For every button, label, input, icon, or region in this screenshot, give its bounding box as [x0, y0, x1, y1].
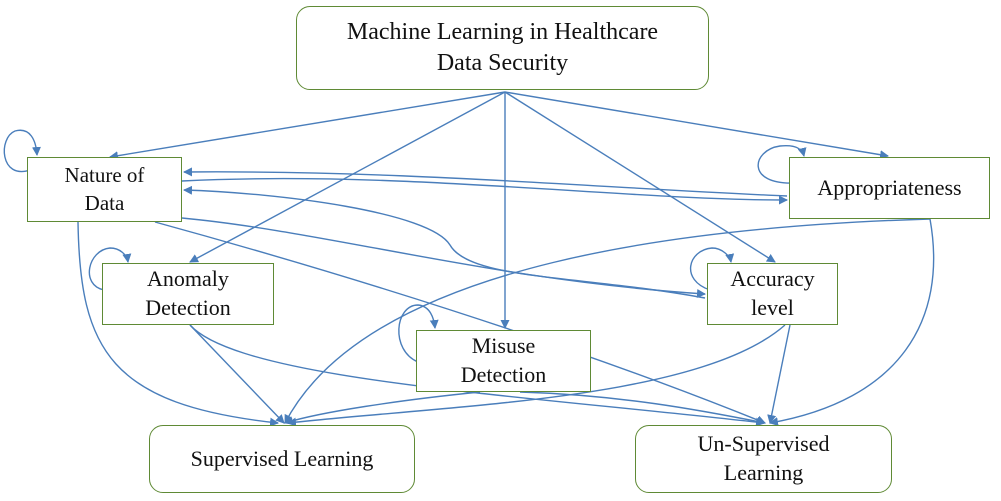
edge-group	[3, 91, 935, 427]
edge-nature-to-unsupervised	[154, 221, 766, 425]
edge-root-to-anomaly	[189, 91, 506, 263]
edge-accuracy-to-accuracy	[690, 247, 735, 291]
edge-anomaly-to-anomaly	[88, 247, 132, 291]
node-supervised-learning: Supervised Learning	[149, 425, 415, 493]
node-nature-of-data: Nature of Data	[27, 157, 182, 222]
edge-accuracy-to-unsupervised	[767, 324, 791, 424]
edge-appropriateness-to-supervised	[284, 218, 931, 424]
edge-accuracy-to-supervised	[287, 324, 786, 427]
node-unsupervised-learning: Un-Supervised Learning	[635, 425, 892, 493]
edge-anomaly-to-unsupervised	[189, 324, 765, 427]
edge-misuse-to-misuse	[398, 304, 439, 363]
edge-root-to-nature	[109, 91, 506, 161]
node-misuse-detection: Misuse Detection	[416, 330, 591, 392]
edge-nature-to-supervised	[77, 221, 279, 427]
edge-appropriateness-to-nature	[183, 167, 788, 197]
edge-nature-to-accuracy	[181, 217, 706, 298]
node-accuracy-level: Accuracy level	[707, 263, 838, 325]
node-machine-learning-healthcare: Machine Learning in Healthcare Data Secu…	[296, 6, 709, 90]
node-anomaly-detection: Anomaly Detection	[102, 263, 274, 325]
edge-accuracy-to-nature	[183, 185, 706, 299]
edge-appropriateness-to-unsupervised	[769, 218, 935, 427]
edge-nature-to-nature	[3, 129, 41, 173]
edge-misuse-to-unsupervised	[519, 391, 766, 426]
node-appropriateness: Appropriateness	[789, 157, 990, 219]
edge-nature-to-appropriateness	[181, 177, 788, 205]
edge-anomaly-to-supervised	[189, 324, 285, 424]
edge-root-to-accuracy	[504, 91, 776, 263]
edge-misuse-to-supervised	[284, 391, 481, 425]
edge-appropriateness-to-appropriateness	[757, 144, 807, 184]
edge-root-to-appropriateness	[504, 91, 889, 160]
